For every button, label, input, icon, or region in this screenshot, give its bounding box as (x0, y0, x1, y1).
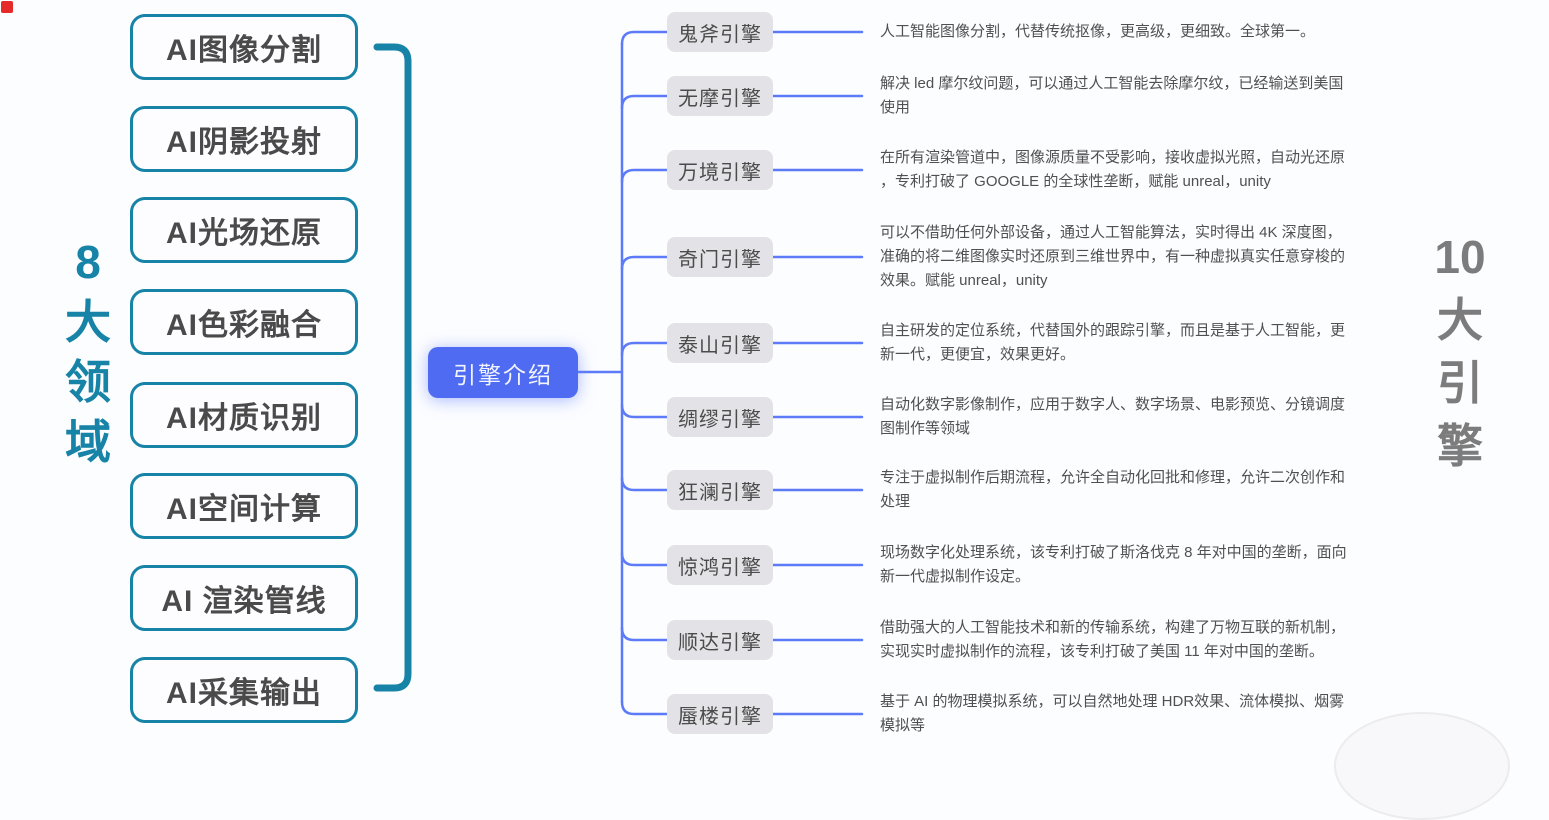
connector-lines (373, 30, 864, 716)
engine-node-kuanglan[interactable]: 狂澜引擎 (667, 470, 773, 510)
engine-node-jinghong[interactable]: 惊鸿引擎 (667, 545, 773, 585)
engine-description: 现场数字化处理系统，该专利打破了斯洛伐克 8 年对中国的垄断，面向 新一代虚拟制… (880, 544, 1347, 585)
engine-description: 基于 AI 的物理模拟系统，可以自然地处理 HDR效果、流体模拟、烟雾 模拟等 (880, 693, 1345, 734)
domain-node-shadow-casting[interactable]: AI阴影投射 (130, 106, 358, 172)
right-title-char: 引 (1437, 357, 1483, 409)
engine-description: 借助强大的人工智能技术和新的传输系统，构建了万物互联的新机制， 实现实时虚拟制作… (880, 619, 1346, 660)
left-group-title: 8 大 领 域 (56, 232, 120, 472)
right-title-char: 擎 (1437, 420, 1483, 472)
left-title-char: 8 (75, 236, 101, 288)
engine-description: 在所有渲染管道中，图像源质量不受影响，接收虚拟光照，自动光还原 ，专利打破了 G… (880, 149, 1346, 190)
right-title-char: 10 (1434, 231, 1486, 283)
engine-description: 可以不借助任何外部设备，通过人工智能算法，实时得出 4K 深度图， 准确的将二维… (880, 224, 1346, 289)
domain-bracket (373, 43, 412, 692)
engine-description: 专注于虚拟制作后期流程，允许全自动化回批和修理，允许二次创作和 处理 (880, 469, 1346, 510)
record-indicator-dot (1, 1, 13, 13)
engine-node-wumo[interactable]: 无摩引擎 (667, 76, 773, 116)
left-title-char: 领 (65, 356, 111, 408)
engine-node-taishan[interactable]: 泰山引擎 (667, 323, 773, 363)
left-title-char: 大 (65, 296, 111, 348)
right-title-char: 大 (1437, 294, 1483, 346)
engine-description: 人工智能图像分割，代替传统抠像，更高级，更细致。全球第一。 (880, 23, 1316, 40)
engine-node-shunda[interactable]: 顺达引擎 (667, 620, 773, 660)
domain-node-capture-output[interactable]: AI采集输出 (130, 657, 358, 723)
domain-node-light-field[interactable]: AI光场还原 (130, 197, 358, 263)
engine-node-wanjing[interactable]: 万境引擎 (667, 150, 773, 190)
domain-node-render-pipeline[interactable]: AI 渲染管线 (130, 565, 358, 631)
engine-node-choumou[interactable]: 绸缪引擎 (667, 397, 773, 437)
domain-node-spatial-computing[interactable]: AI空间计算 (130, 473, 358, 539)
engine-node-qimen[interactable]: 奇门引擎 (667, 237, 773, 277)
engine-description: 自主研发的定位系统，代替国外的跟踪引擎，而且是基于人工智能，更 新一代，更便宜，… (880, 322, 1346, 363)
domain-node-color-fusion[interactable]: AI色彩融合 (130, 289, 358, 355)
right-group-title: 10 大 引 擎 (1424, 226, 1496, 478)
engine-node-shenlou[interactable]: 蜃楼引擎 (667, 694, 773, 734)
engine-node-guifu[interactable]: 鬼斧引擎 (667, 12, 773, 52)
watermark-circle (1334, 712, 1510, 820)
root-node-engine-intro[interactable]: 引擎介绍 (428, 347, 578, 398)
left-title-char: 域 (65, 416, 111, 468)
engine-description: 自动化数字影像制作，应用于数字人、数字场景、电影预览、分镜调度 图制作等领域 (880, 396, 1346, 437)
domain-node-image-segmentation[interactable]: AI图像分割 (130, 14, 358, 80)
engine-description: 解决 led 摩尔纹问题，可以通过人工智能去除摩尔纹，已经输送到美国 使用 (880, 75, 1344, 116)
domain-node-material-recognition[interactable]: AI材质识别 (130, 382, 358, 448)
